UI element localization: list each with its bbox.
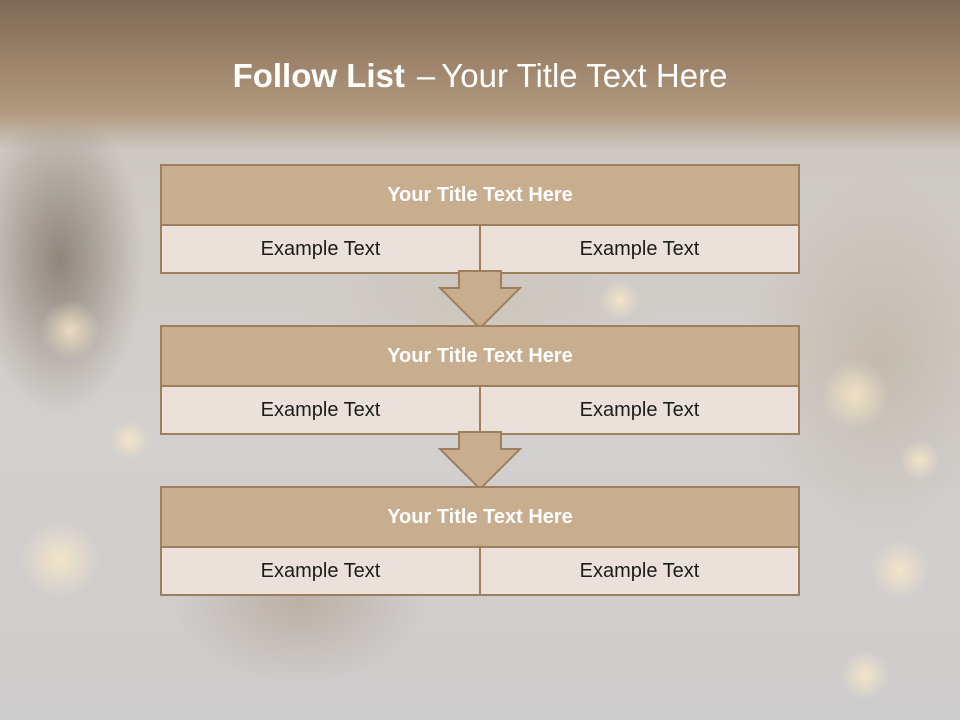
- example-text-left: Example Text: [162, 548, 479, 594]
- bokeh-light: [870, 540, 930, 600]
- block-cells: Example Text Example Text: [162, 387, 798, 433]
- example-text-right: Example Text: [479, 226, 798, 272]
- list-block: Your Title Text Here Example Text Exampl…: [160, 325, 800, 435]
- block-title: Your Title Text Here: [162, 166, 798, 226]
- header-band: [0, 0, 960, 150]
- example-text-right: Example Text: [479, 387, 798, 433]
- bokeh-light: [600, 280, 640, 320]
- bokeh-light: [900, 440, 940, 480]
- down-arrow-icon: [438, 431, 522, 491]
- bokeh-light: [820, 360, 890, 430]
- title-rest: Your Title Text Here: [441, 57, 728, 94]
- down-arrow-icon: [438, 270, 522, 330]
- slide-title: Follow List–Your Title Text Here: [0, 54, 960, 98]
- block-cells: Example Text Example Text: [162, 548, 798, 594]
- bokeh-light: [110, 420, 150, 460]
- bokeh-light: [20, 520, 100, 600]
- bokeh-light: [840, 650, 890, 700]
- example-text-right: Example Text: [479, 548, 798, 594]
- list-block: Your Title Text Here Example Text Exampl…: [160, 486, 800, 596]
- block-title: Your Title Text Here: [162, 327, 798, 387]
- bokeh-light: [40, 300, 100, 360]
- example-text-left: Example Text: [162, 226, 479, 272]
- title-separator: –: [416, 57, 436, 94]
- example-text-left: Example Text: [162, 387, 479, 433]
- block-cells: Example Text Example Text: [162, 226, 798, 272]
- title-bold: Follow List: [232, 57, 405, 94]
- list-block: Your Title Text Here Example Text Exampl…: [160, 164, 800, 274]
- block-title: Your Title Text Here: [162, 488, 798, 548]
